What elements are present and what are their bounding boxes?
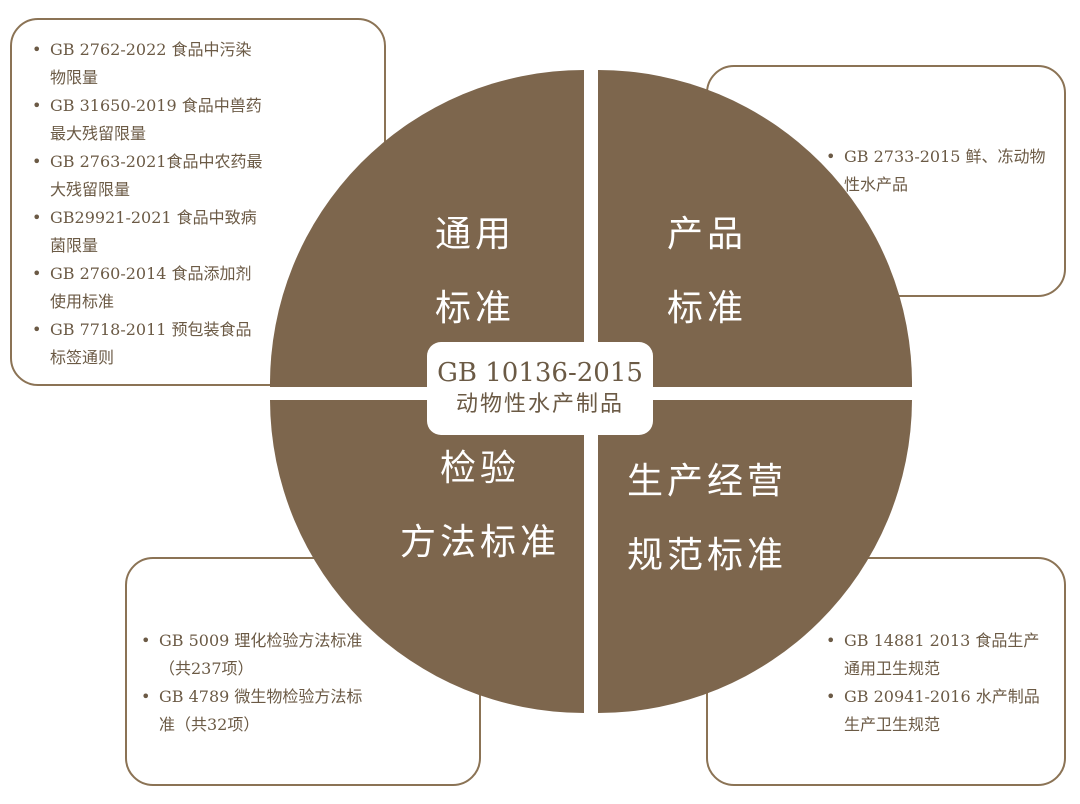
- quadrant-production: [598, 400, 912, 713]
- quadrant-general-line1: 通用: [434, 214, 515, 255]
- production-standards-list: GB 14881 2013 食品生产通用卫生规范 GB 20941-2016 水…: [826, 627, 1050, 739]
- quadrant-production-line2: 规范标准: [626, 535, 787, 576]
- list-item: GB 2762-2022 食品中污染物限量: [32, 36, 264, 92]
- quadrant-product-line2: 标准: [666, 288, 747, 329]
- center-standard-code: GB 10136-2015: [437, 358, 643, 388]
- quadrant-testing-line1: 检验: [439, 448, 520, 489]
- quadrant-testing-label: 检验 方法标准: [380, 432, 580, 580]
- quadrant-testing: [270, 400, 584, 713]
- list-item: GB 20941-2016 水产制品生产卫生规范: [826, 683, 1050, 739]
- quadrant-product-label: 产品 标准: [632, 198, 782, 346]
- list-item: GB 4789 微生物检验方法标准（共32项）: [141, 683, 369, 739]
- quadrant-general: [269, 69, 584, 387]
- list-item: GB 2763-2021食品中农药最大残留限量: [32, 148, 264, 204]
- quadrant-general-label: 通用 标准: [400, 198, 550, 346]
- quadrant-production-label: 生产经营 规范标准: [612, 445, 802, 593]
- quadrant-production-line1: 生产经营: [626, 461, 787, 502]
- product-standards-list: GB 2733-2015 鲜、冻动物性水产品: [826, 143, 1050, 199]
- testing-standards-list: GB 5009 理化检验方法标准（共237项） GB 4789 微生物检验方法标…: [141, 627, 369, 739]
- center-standard-name: 动物性水产制品: [455, 392, 624, 417]
- list-item: GB 2760-2014 食品添加剂使用标准: [32, 260, 264, 316]
- general-standards-box: GB 2762-2022 食品中污染物限量 GB 31650-2019 食品中兽…: [10, 18, 386, 386]
- center-standard-box: GB 10136-2015 动物性水产制品: [427, 342, 653, 435]
- list-item: GB 2733-2015 鲜、冻动物性水产品: [826, 143, 1050, 199]
- quadrant-product-line1: 产品: [666, 214, 747, 255]
- list-item: GB 7718-2011 预包装食品标签通则: [32, 316, 264, 372]
- list-item: GB 14881 2013 食品生产通用卫生规范: [826, 627, 1050, 683]
- list-item: GB 5009 理化检验方法标准（共237项）: [141, 627, 369, 683]
- list-item: GB 31650-2019 食品中兽药最大残留限量: [32, 92, 264, 148]
- quadrant-product: [598, 69, 913, 387]
- list-item: GB29921-2021 食品中致病菌限量: [32, 204, 264, 260]
- quadrant-testing-line2: 方法标准: [399, 522, 560, 563]
- general-standards-list: GB 2762-2022 食品中污染物限量 GB 31650-2019 食品中兽…: [32, 36, 264, 372]
- quadrant-general-line2: 标准: [434, 288, 515, 329]
